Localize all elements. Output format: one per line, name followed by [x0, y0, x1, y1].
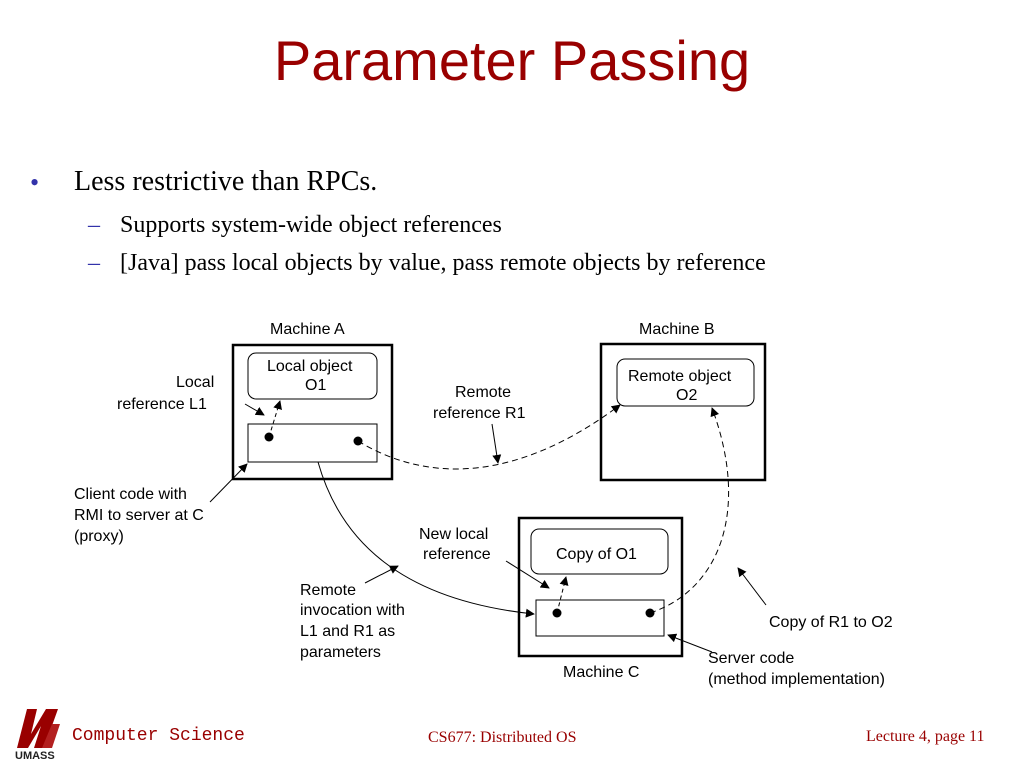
new-local-callout	[505, 560, 550, 589]
remote-object-id: O2	[676, 387, 697, 404]
client-code-label: (proxy)	[74, 528, 124, 545]
local-ref-label: Local	[176, 374, 214, 391]
subbullet-dash-icon: –	[88, 250, 100, 276]
copy-r1-callout	[737, 567, 767, 606]
server-code-label: (method implementation)	[708, 671, 885, 688]
copied-r1-arrow	[649, 407, 730, 614]
client-code-box	[247, 423, 378, 463]
remote-object-label: Remote object	[628, 368, 732, 385]
client-code-callout	[209, 463, 248, 503]
footer-page-number: Lecture 4, page 11	[866, 728, 985, 745]
bullet-dot-icon: •	[30, 168, 40, 197]
local-object-id: O1	[305, 377, 326, 394]
new-local-label: reference	[423, 546, 491, 563]
remote-invocation-label: parameters	[300, 644, 381, 661]
copy-of-o1-label: Copy of O1	[556, 546, 637, 563]
remote-ref-label: reference R1	[433, 405, 526, 422]
server-code-callout	[667, 633, 713, 653]
bullet-text: Less restrictive than RPCs.	[74, 166, 378, 197]
new-local-label: New local	[419, 526, 488, 543]
umass-logo-text: UMASS	[15, 750, 55, 762]
machine-a-box	[231, 343, 394, 481]
machine-c-box	[517, 516, 684, 658]
remote-invocation-label: invocation with	[300, 602, 405, 619]
remote-invocation-label: Remote	[300, 582, 356, 599]
local-object-o1	[247, 352, 378, 400]
remote-ref-callout	[491, 423, 502, 464]
slide-title: Parameter Passing	[273, 29, 751, 92]
client-code-label: RMI to server at C	[74, 507, 204, 524]
subbullet-dash-icon: –	[88, 212, 100, 238]
local-ref-arrow	[268, 400, 282, 438]
machine-b-box	[599, 342, 767, 482]
machine-b-label: Machine B	[639, 321, 715, 338]
copy-r1-label: Copy of R1 to O2	[769, 614, 893, 631]
subbullet-text: Supports system-wide object references	[120, 212, 502, 238]
machine-c-label: Machine C	[563, 664, 639, 681]
footer-course: CS677: Distributed OS	[428, 729, 577, 746]
remote-ref-label: Remote	[455, 384, 511, 401]
footer-department: Computer Science	[72, 726, 245, 746]
copy-of-o1-object	[530, 528, 669, 575]
client-code-label: Client code with	[74, 486, 187, 503]
subbullet-text: [Java] pass local objects by value, pass…	[120, 250, 766, 276]
remote-invocation-callout	[364, 565, 399, 584]
local-ref-label: reference L1	[117, 396, 207, 413]
local-ref-callout	[244, 403, 265, 416]
umass-logo: UMASS	[15, 709, 60, 762]
remote-invocation-curve	[317, 461, 535, 618]
remote-object-o2	[616, 358, 755, 407]
new-local-ref-arrow	[556, 576, 569, 614]
remote-ref-r1-arrow	[357, 404, 621, 470]
machine-a-label: Machine A	[270, 321, 345, 338]
server-code-label: Server code	[708, 650, 794, 667]
remote-invocation-label: L1 and R1 as	[300, 623, 395, 640]
server-code-box	[535, 599, 665, 637]
local-object-label: Local object	[267, 358, 353, 375]
